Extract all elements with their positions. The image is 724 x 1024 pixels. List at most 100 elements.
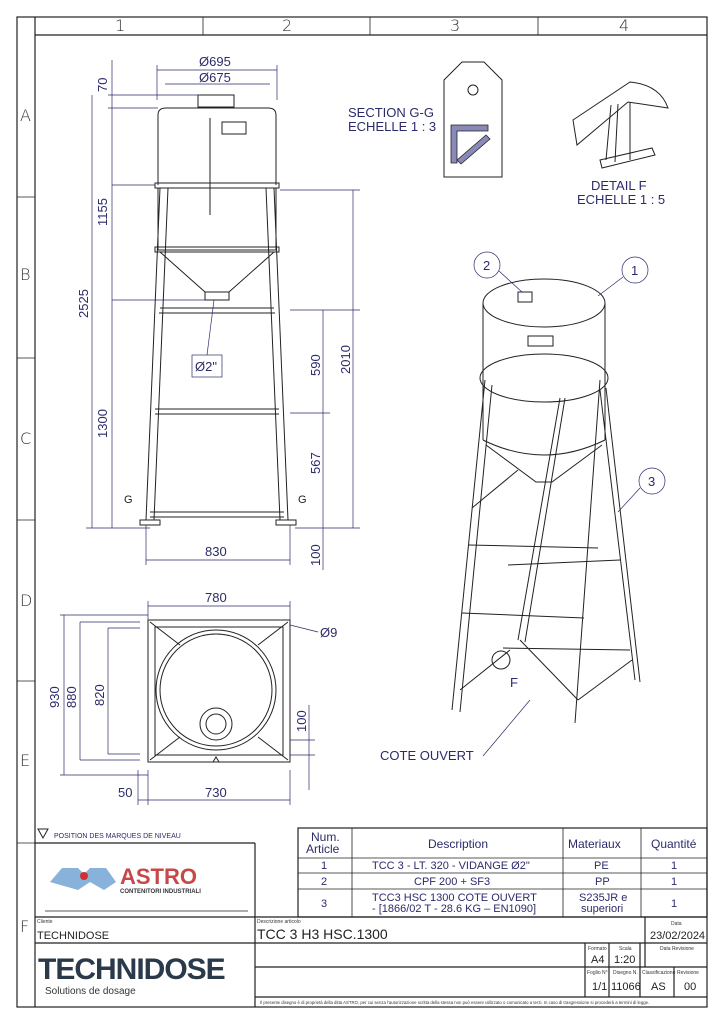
svg-text:Foglio N°: Foglio N° bbox=[587, 970, 608, 976]
zone-row-e: E bbox=[20, 751, 30, 770]
svg-text:TECHNIDOSE: TECHNIDOSE bbox=[38, 953, 225, 986]
dim-930: 930 bbox=[47, 686, 62, 708]
dim-d695: Ø695 bbox=[199, 54, 231, 69]
dim-drain: Ø2" bbox=[195, 359, 217, 374]
dim-730: 730 bbox=[205, 785, 227, 800]
dim-567: 567 bbox=[308, 452, 323, 474]
zone-col-4: 4 bbox=[619, 16, 629, 35]
detail-f: DETAIL F ECHELLE 1 : 5 bbox=[572, 81, 669, 207]
dim-1300: 1300 bbox=[95, 409, 110, 438]
svg-text:11066: 11066 bbox=[611, 981, 641, 993]
title-block: POSITION DES MARQUES DE NIVEAU Num. Arti… bbox=[35, 827, 708, 1007]
tank-cap bbox=[197, 94, 235, 108]
bom-table: Num. Article Description Materiaux Quant… bbox=[297, 827, 708, 918]
svg-text:PE: PE bbox=[594, 860, 609, 872]
svg-text:S235JR e: S235JR e bbox=[579, 892, 627, 904]
zone-row-b: B bbox=[20, 265, 30, 284]
dim-2010: 2010 bbox=[338, 345, 353, 374]
svg-text:00: 00 bbox=[684, 981, 696, 993]
level-marks-label: POSITION DES MARQUES DE NIVEAU bbox=[54, 833, 181, 840]
astro-logo: ASTRO CONTENITORI INDUSTRIALI bbox=[45, 864, 248, 912]
svg-text:2: 2 bbox=[483, 258, 490, 273]
svg-text:1: 1 bbox=[631, 263, 638, 278]
svg-text:3: 3 bbox=[321, 898, 327, 910]
svg-text:Description: Description bbox=[428, 837, 488, 851]
dim-100-top: 100 bbox=[294, 710, 309, 732]
section-gg-title: SECTION G-G bbox=[348, 105, 434, 120]
balloon-1: 1 bbox=[597, 256, 649, 297]
dim-820: 820 bbox=[92, 684, 107, 706]
bom-row: 3 TCC3 HSC 1300 COTE OUVERT - [1866/02 T… bbox=[321, 892, 677, 915]
svg-text:A4: A4 bbox=[591, 954, 604, 966]
section-gg-scale: ECHELLE 1 : 3 bbox=[348, 119, 436, 134]
svg-text:Solutions de dosage: Solutions de dosage bbox=[45, 986, 136, 997]
front-view: Ø695 Ø675 70 1155 2525 1300 590 2010 567… bbox=[76, 54, 360, 570]
svg-text:Data Revisione: Data Revisione bbox=[660, 946, 694, 952]
client-name: TECHNIDOSE bbox=[37, 930, 109, 942]
svg-text:CONTENITORI INDUSTRIALI: CONTENITORI INDUSTRIALI bbox=[120, 889, 201, 895]
article-description: TCC 3 H3 HSC.1300 bbox=[257, 926, 388, 942]
dim-590: 590 bbox=[308, 354, 323, 376]
svg-text:- [1866/02 T - 28.6 KG – EN109: - [1866/02 T - 28.6 KG – EN1090] bbox=[372, 903, 536, 915]
detail-f-title: DETAIL F bbox=[591, 178, 647, 193]
balloon-3: 3 bbox=[617, 467, 666, 513]
zone-row-d: D bbox=[20, 591, 32, 610]
zone-row-c: C bbox=[20, 429, 31, 448]
drawing-frame: 1 2 3 4 A B C D E F bbox=[16, 16, 708, 1008]
iso-view: 1 2 3 F COTE OUVERT bbox=[380, 251, 666, 763]
bom-row: 1 TCC 3 - LT. 320 - VIDANGE Ø2" PE 1 bbox=[321, 860, 677, 872]
svg-text:1:20: 1:20 bbox=[614, 954, 635, 966]
svg-text:Scala: Scala bbox=[619, 946, 632, 952]
disclaimer: Il presente disegno è di proprietà della… bbox=[260, 1000, 649, 1005]
svg-text:1: 1 bbox=[321, 860, 327, 872]
section-gg: SECTION G-G ECHELLE 1 : 3 bbox=[348, 61, 503, 178]
svg-text:3: 3 bbox=[648, 474, 655, 489]
svg-text:PP: PP bbox=[595, 876, 610, 888]
zone-col-3: 3 bbox=[450, 16, 460, 35]
balloon-2: 2 bbox=[473, 251, 523, 293]
dim-1155: 1155 bbox=[95, 198, 110, 226]
dim-2525: 2525 bbox=[76, 289, 91, 318]
svg-text:Data: Data bbox=[671, 921, 682, 927]
dim-830: 830 bbox=[205, 544, 227, 559]
detail-f-scale: ECHELLE 1 : 5 bbox=[577, 192, 665, 207]
section-mark-right: G bbox=[298, 494, 307, 506]
section-mark-left: G bbox=[124, 494, 133, 506]
svg-text:1: 1 bbox=[671, 860, 677, 872]
svg-text:AS: AS bbox=[651, 981, 666, 993]
svg-text:superiori: superiori bbox=[581, 903, 623, 915]
dim-880: 880 bbox=[64, 686, 79, 708]
dim-100: 100 bbox=[308, 544, 323, 566]
svg-text:Descrizione articolo: Descrizione articolo bbox=[257, 919, 301, 925]
svg-text:TCC3 HSC 1300 COTE OUVERT: TCC3 HSC 1300 COTE OUVERT bbox=[372, 892, 537, 904]
detail-f-callout: F bbox=[510, 675, 518, 690]
cote-ouvert-note: COTE OUVERT bbox=[380, 748, 474, 763]
zone-col-2: 2 bbox=[282, 16, 292, 35]
zone-row-a: A bbox=[20, 106, 31, 125]
svg-text:Formato: Formato bbox=[588, 946, 607, 952]
svg-text:1/1: 1/1 bbox=[592, 981, 607, 993]
dim-50: 50 bbox=[118, 785, 132, 800]
level-mark-icon bbox=[37, 828, 49, 840]
dim-d675: Ø675 bbox=[199, 70, 231, 85]
zone-row-f: F bbox=[20, 917, 29, 936]
svg-text:Article: Article bbox=[306, 842, 340, 856]
svg-text:Quantité: Quantité bbox=[651, 837, 697, 851]
top-view: 780 930 880 820 100 50 730 Ø9 bbox=[47, 590, 337, 805]
svg-text:Cliente: Cliente bbox=[37, 919, 53, 925]
dim-70: 70 bbox=[95, 78, 110, 92]
svg-text:1: 1 bbox=[671, 898, 677, 910]
svg-text:Materiaux: Materiaux bbox=[568, 837, 621, 851]
svg-text:Classificazione: Classificazione bbox=[642, 970, 676, 976]
svg-text:1: 1 bbox=[671, 876, 677, 888]
svg-text:Revisione: Revisione bbox=[677, 970, 699, 976]
dim-780: 780 bbox=[205, 590, 227, 605]
dim-hole-9: Ø9 bbox=[320, 625, 337, 640]
technidose-logo: TECHNIDOSE Solutions de dosage bbox=[38, 953, 226, 997]
bom-row: 2 CPF 200 + SF3 PP 1 bbox=[321, 876, 677, 888]
svg-text:CPF 200 + SF3: CPF 200 + SF3 bbox=[414, 876, 490, 888]
svg-text:2: 2 bbox=[321, 876, 327, 888]
svg-text:ASTRO: ASTRO bbox=[120, 864, 197, 889]
svg-text:TCC 3 - LT. 320 - VIDANGE Ø2": TCC 3 - LT. 320 - VIDANGE Ø2" bbox=[372, 860, 530, 872]
